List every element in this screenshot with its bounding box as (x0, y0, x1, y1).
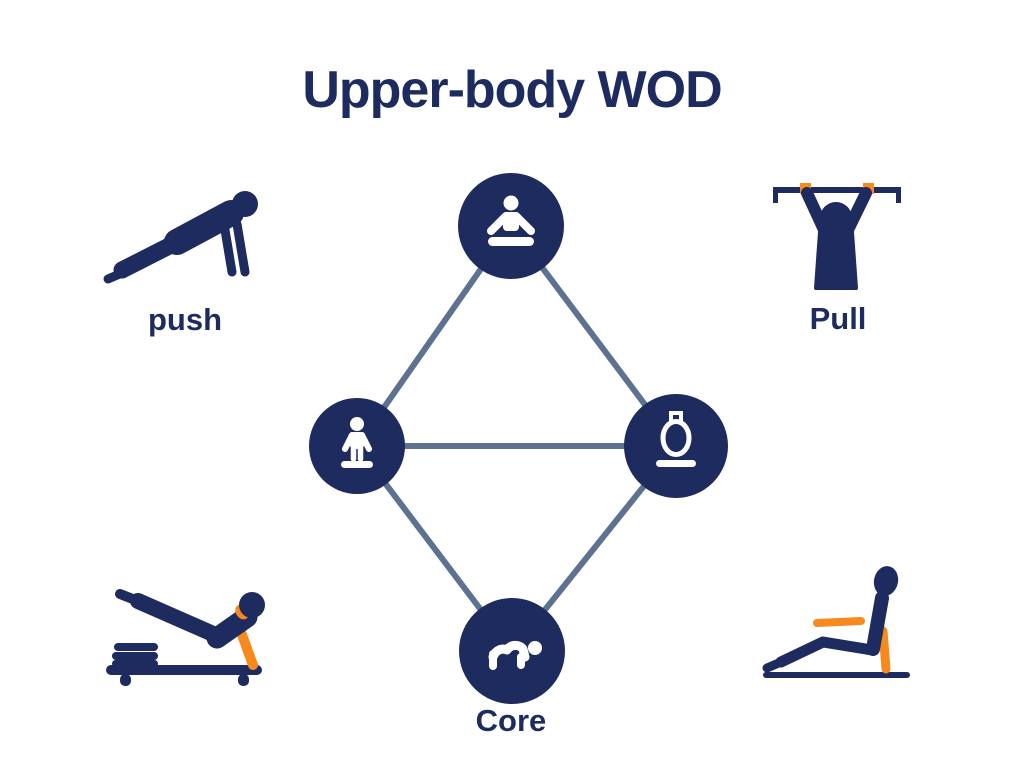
bench-stack (112, 643, 158, 667)
page-title: Upper-body WOD (302, 61, 722, 119)
standing-person-icon (341, 417, 373, 468)
core-label: Core (475, 703, 547, 738)
seated-row-figure (762, 566, 910, 678)
pull-up-figure (773, 183, 901, 290)
bench-press-person-icon (487, 195, 535, 246)
bench-board (106, 665, 262, 686)
kettlebell-icon (656, 411, 696, 467)
node-top (458, 173, 564, 279)
node-bottom (459, 598, 565, 704)
row-floor (763, 672, 910, 678)
plank-person-icon (488, 640, 542, 670)
push-up-arm-right (232, 219, 250, 277)
pull-up-person (801, 187, 872, 290)
push-up-figure (103, 191, 258, 284)
row-person (762, 566, 899, 673)
push-up-legs (113, 230, 192, 279)
pull-up-bar (773, 187, 901, 203)
row-support (878, 626, 891, 674)
bench-person (115, 589, 265, 670)
node-left (309, 398, 405, 494)
bench-dip-figure (106, 589, 265, 686)
pull-label: Pull (809, 301, 867, 336)
node-right-circle (624, 394, 728, 498)
push-up-arm-left (219, 219, 237, 277)
node-right (624, 394, 728, 498)
push-up-foot (103, 268, 127, 284)
push-label: push (147, 302, 223, 337)
